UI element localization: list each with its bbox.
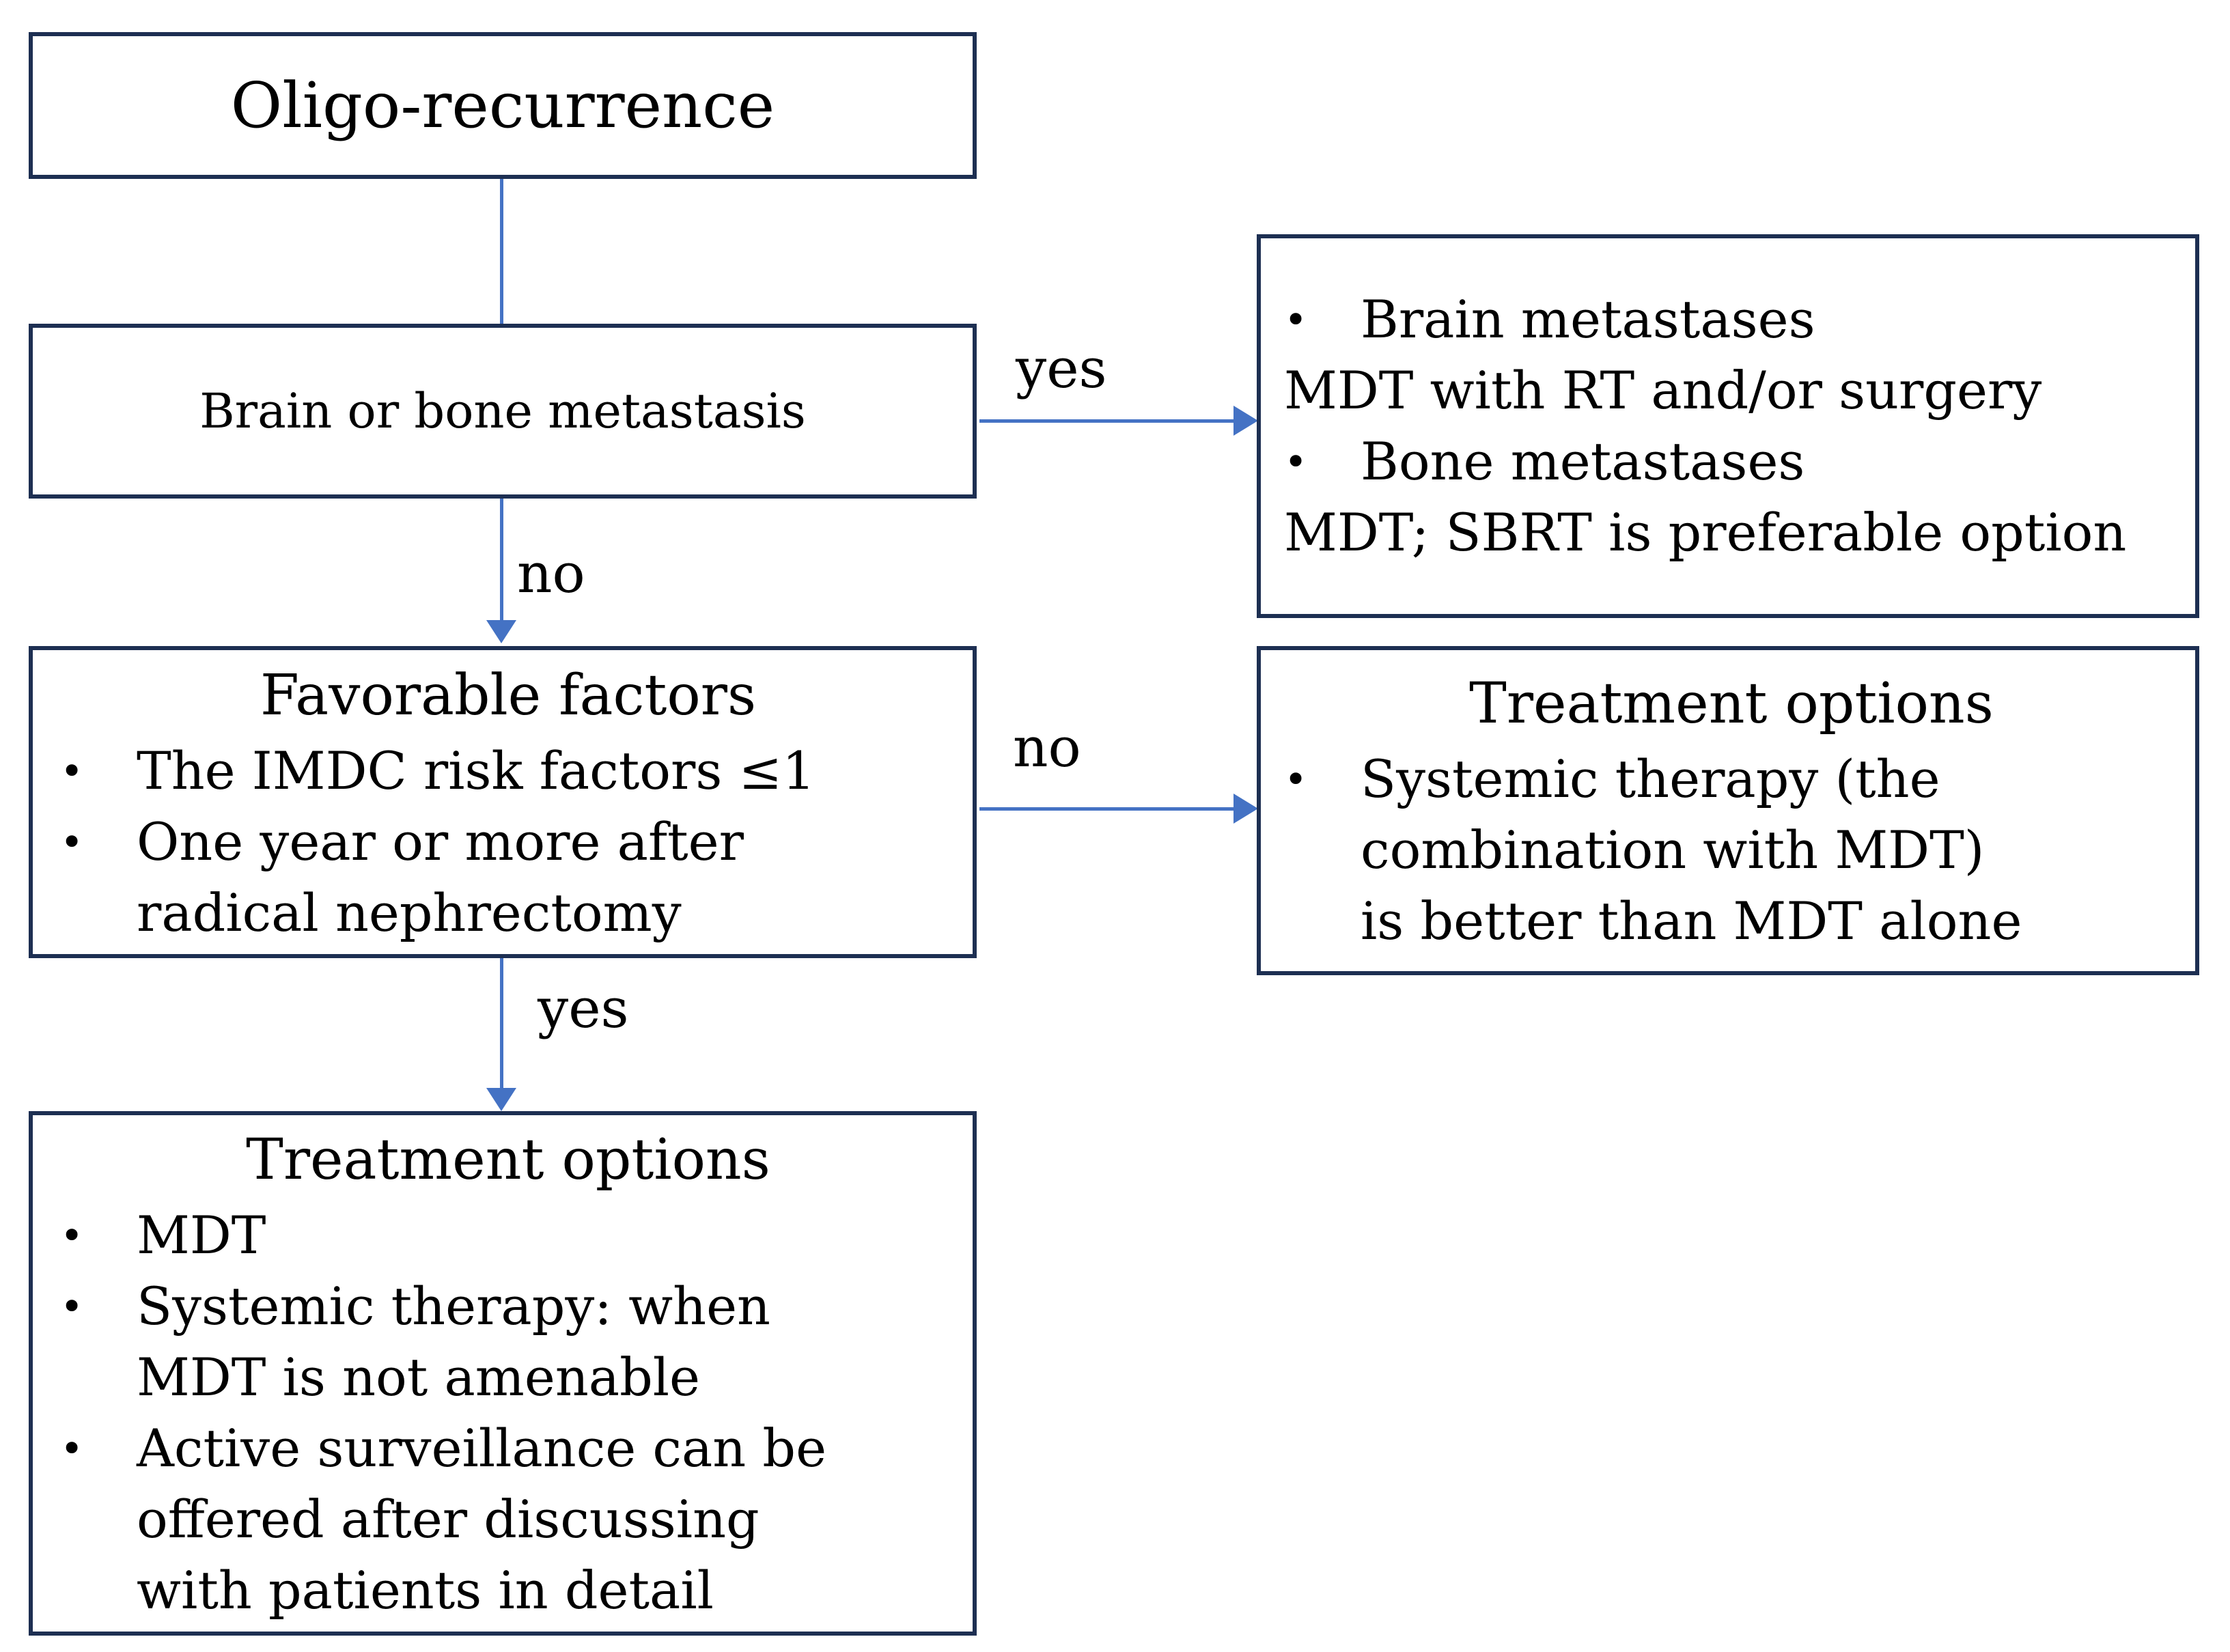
connector-brainbone-to-favorable xyxy=(500,499,503,621)
brain-bone-metastasis-label: Brain or bone metastasis xyxy=(199,383,806,439)
box-favorable-factors: Favorable factors • The IMDC risk factor… xyxy=(29,646,977,958)
bullet-icon: • xyxy=(1284,756,1308,802)
box-metastases-treatment: • Brain metastases MDT with RT and/or su… xyxy=(1257,234,2199,618)
bullet-text: Active surveillance can be offered after… xyxy=(137,1418,827,1621)
list-item: • Active surveillance can be offered aft… xyxy=(60,1413,956,1626)
box-oligo-recurrence: Oligo-recurrence xyxy=(29,32,977,179)
edge-label-no-brainbone: no xyxy=(517,542,585,605)
arrow-down-icon xyxy=(486,620,516,643)
box-brain-bone-metastasis: Brain or bone metastasis xyxy=(29,324,977,499)
bullet-text: Bone metastases xyxy=(1361,431,1805,492)
oligo-recurrence-title: Oligo-recurrence xyxy=(230,68,775,142)
favorable-factors-title: Favorable factors xyxy=(260,662,757,728)
box-systemic-treatment-options: Treatment options • Systemic therapy (th… xyxy=(1257,646,2199,975)
bullet-icon: • xyxy=(1284,438,1308,485)
arrow-favorable-to-systemic-line xyxy=(979,807,1236,811)
list-item: • The IMDC risk factors ≤1 xyxy=(60,736,956,807)
treatment-options-title: Treatment options xyxy=(1469,671,1994,736)
list-item: • Systemic therapy (the combination with… xyxy=(1284,744,2179,957)
arrow-right-icon xyxy=(1234,406,1258,436)
list-item: MDT; SBRT is preferable option xyxy=(1284,502,2127,563)
list-item: MDT with RT and/or surgery xyxy=(1284,360,2042,421)
connector-oligo-to-brainbone xyxy=(500,179,503,324)
list-item: • One year or more after radical nephrec… xyxy=(60,807,956,949)
list-item: • MDT xyxy=(60,1200,956,1271)
list-item: • Brain metastases xyxy=(1284,284,2179,355)
edge-label-yes-favorable: yes xyxy=(538,977,629,1040)
bullet-text: MDT xyxy=(137,1205,266,1265)
bullet-icon: • xyxy=(60,747,84,794)
edge-label-yes-brainbone: yes xyxy=(1016,337,1107,400)
treatment-options-title: Treatment options xyxy=(246,1128,770,1192)
bullet-text: Systemic therapy (the combination with M… xyxy=(1361,748,2022,951)
list-item: • Systemic therapy: when MDT is not amen… xyxy=(60,1271,956,1413)
arrow-brainbone-to-metastases-line xyxy=(979,419,1236,423)
box-treatment-options: Treatment options • MDT • Systemic thera… xyxy=(29,1111,977,1636)
bullet-text: Brain metastases xyxy=(1361,289,1815,350)
bullet-icon: • xyxy=(60,1283,84,1330)
edge-label-no-favorable: no xyxy=(1013,716,1081,779)
bullet-icon: • xyxy=(60,1425,84,1472)
bullet-text: The IMDC risk factors ≤1 xyxy=(137,740,816,801)
list-item: • Bone metastases xyxy=(1284,426,2179,497)
bullet-icon: • xyxy=(1284,296,1308,343)
arrow-down-icon xyxy=(486,1088,516,1111)
bullet-icon: • xyxy=(60,818,84,865)
bullet-text: One year or more after radical nephrecto… xyxy=(137,811,744,943)
bullet-text: Systemic therapy: when MDT is not amenab… xyxy=(137,1276,770,1408)
connector-favorable-to-treatment xyxy=(500,958,503,1089)
bullet-icon: • xyxy=(60,1212,84,1259)
arrow-right-icon xyxy=(1234,794,1258,824)
